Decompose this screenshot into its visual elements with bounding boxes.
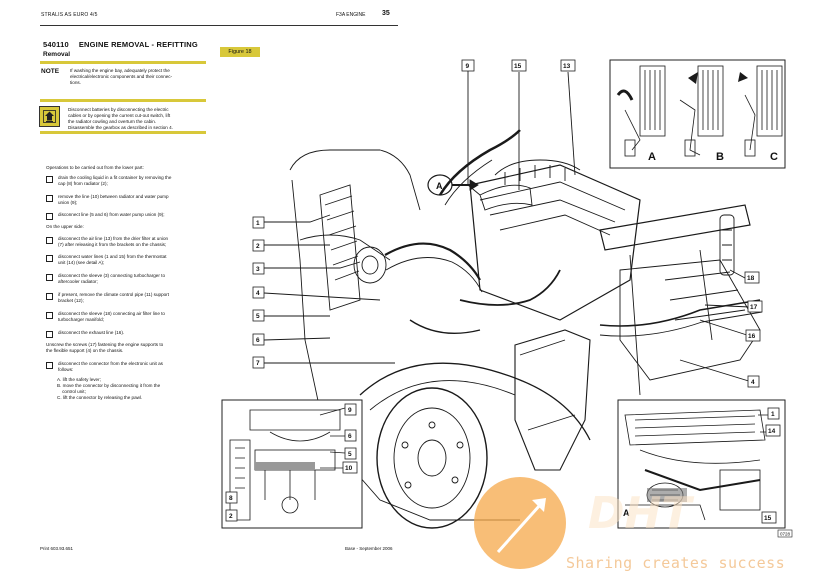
warning-line: Disassemble the gearbox as described in … — [68, 125, 173, 131]
step-line: disconnect the sleeve (18) connecting ai… — [58, 311, 165, 316]
figure-label: Figure 18 — [220, 47, 260, 57]
section-subtitle: Removal — [43, 51, 71, 58]
footer-print-number: Print 603.93.651 — [40, 546, 74, 551]
detail-letter-a: A — [648, 151, 656, 163]
warning-line: Disconnect batteries by disconnecting th… — [68, 107, 169, 112]
step-line: unit (14) (see detail A); — [58, 260, 105, 266]
checkbox-icon — [46, 331, 53, 338]
step-line: follows: — [58, 367, 74, 373]
sub-step-line: A. lift the safety lever; — [57, 377, 101, 382]
step-line: if present, remove the climate control p… — [58, 292, 169, 297]
watermark-logo-icon: DHT — [474, 477, 694, 569]
detail-letter-b: B — [716, 151, 724, 163]
step-line: disconnect water lines (1 and 15) from t… — [58, 254, 167, 259]
checkbox-icon — [46, 195, 53, 202]
callout-7: 7 — [256, 360, 260, 367]
step-line: remove the line (10) between radiator an… — [58, 194, 169, 199]
callout-4: 4 — [256, 290, 260, 297]
unscrew-text: Unscrew the screws (17) fastening the en… — [46, 342, 206, 354]
inset-callout-14: 14 — [768, 428, 776, 435]
inset-callout-a: A — [623, 508, 630, 518]
inset-ref-code: 0728 — [780, 532, 791, 537]
note-label: NOTE — [41, 68, 60, 75]
sub-step-line: C. lift the connector by releasing the p… — [57, 395, 143, 401]
callout-13: 13 — [563, 63, 571, 70]
callout-6: 6 — [256, 337, 260, 344]
checkbox-icon — [46, 274, 53, 281]
step-line: turbocharger manifold; — [58, 317, 104, 323]
callout-16: 16 — [748, 333, 756, 340]
note-line: tions. — [70, 80, 81, 86]
text-line: Unscrew the screws (17) fastening the en… — [46, 342, 164, 347]
checkbox-icon — [46, 176, 53, 183]
inset-callout-8: 8 — [229, 495, 233, 502]
inset-callout-5: 5 — [348, 451, 352, 458]
watermark-slogan: Sharing creates success — [566, 554, 786, 572]
sub-steps: A. lift the safety lever; B. move the co… — [57, 377, 207, 401]
inset-callout-1: 1 — [771, 411, 775, 418]
checkbox-icon — [46, 362, 53, 369]
checkbox-icon — [46, 312, 53, 319]
page-number: 35 — [382, 10, 390, 17]
watermark-logo-text: DHT — [588, 488, 694, 539]
text-line: the flexible support (4) on the chassis. — [46, 348, 124, 354]
note-text: If washing the engine bay, adequately pr… — [70, 68, 205, 87]
callout-5: 5 — [256, 313, 260, 320]
section-heading: ENGINE REMOVAL - REFITTING — [78, 40, 198, 49]
callout-18: 18 — [747, 275, 755, 282]
callout-2: 2 — [256, 243, 260, 250]
upper-side-label: On the upper side: — [46, 224, 84, 229]
callout-17: 17 — [750, 304, 758, 311]
callout-3: 3 — [256, 266, 260, 273]
warning-line: the radiator cowling and overturn the ca… — [68, 119, 157, 125]
step-line: bracket (12); — [58, 298, 84, 304]
step-line: aftercooler radiator; — [58, 279, 98, 285]
header-rule — [40, 25, 398, 26]
checkbox-icon — [46, 293, 53, 300]
warning-icon — [39, 106, 60, 127]
intro-text: Operations to be carried out from the lo… — [46, 165, 144, 170]
yellow-divider — [40, 61, 206, 64]
section-title: 540110 ENGINE REMOVAL - REFITTING — [43, 40, 198, 49]
step-line: union (9); — [58, 200, 78, 206]
step-line: disconnect the exhaust line (16). — [58, 330, 125, 335]
yellow-divider — [40, 131, 206, 134]
callout-15: 15 — [514, 63, 522, 70]
header-section: F3A ENGINE — [336, 12, 366, 18]
section-code: 540110 — [43, 40, 69, 49]
sub-step-line: control unit; — [57, 389, 86, 395]
checkbox-icon — [46, 255, 53, 262]
warning-text: Disconnect batteries by disconnecting th… — [68, 107, 205, 131]
callout-detail-a: A — [436, 181, 443, 191]
yellow-divider — [40, 99, 206, 102]
step-line: drain the cooling liquid in a fit contai… — [58, 175, 172, 180]
note-line: If washing the engine bay, adequately pr… — [70, 68, 170, 73]
detail-letter-c: C — [770, 151, 778, 163]
inset-callout-10: 10 — [345, 465, 353, 472]
note-line: electrical/electronic components and the… — [70, 74, 173, 80]
inset-callout-9: 9 — [348, 407, 352, 414]
warning-line: cables or by opening the current cut-out… — [68, 113, 171, 119]
callout-1: 1 — [256, 220, 260, 227]
checkbox-icon — [46, 213, 53, 220]
footer-edition: Base - September 2006 — [345, 546, 393, 551]
step-line: (7) after releasing it from the brackets… — [58, 242, 167, 248]
callout-4-right: 4 — [751, 379, 755, 386]
step-line: disconnect the air line (13) from the dr… — [58, 236, 169, 241]
inset-callout-6: 6 — [348, 433, 352, 440]
step-line: disconnect the sleeve (3) connecting tur… — [58, 273, 165, 278]
step-line: cap (8) from radiator (2); — [58, 181, 108, 187]
inset-callout-2: 2 — [229, 513, 233, 520]
sub-step-line: B. move the connector by disconnecting i… — [57, 383, 161, 389]
inset-callout-15: 15 — [764, 515, 772, 522]
step-line: disconnect line (5 and 6) from water pum… — [58, 212, 165, 217]
step-line: disconnect the connector from the electr… — [58, 361, 163, 366]
checkbox-icon — [46, 237, 53, 244]
header-title: STRALIS AS EURO 4/5 — [41, 12, 98, 18]
callout-9: 9 — [466, 63, 470, 70]
